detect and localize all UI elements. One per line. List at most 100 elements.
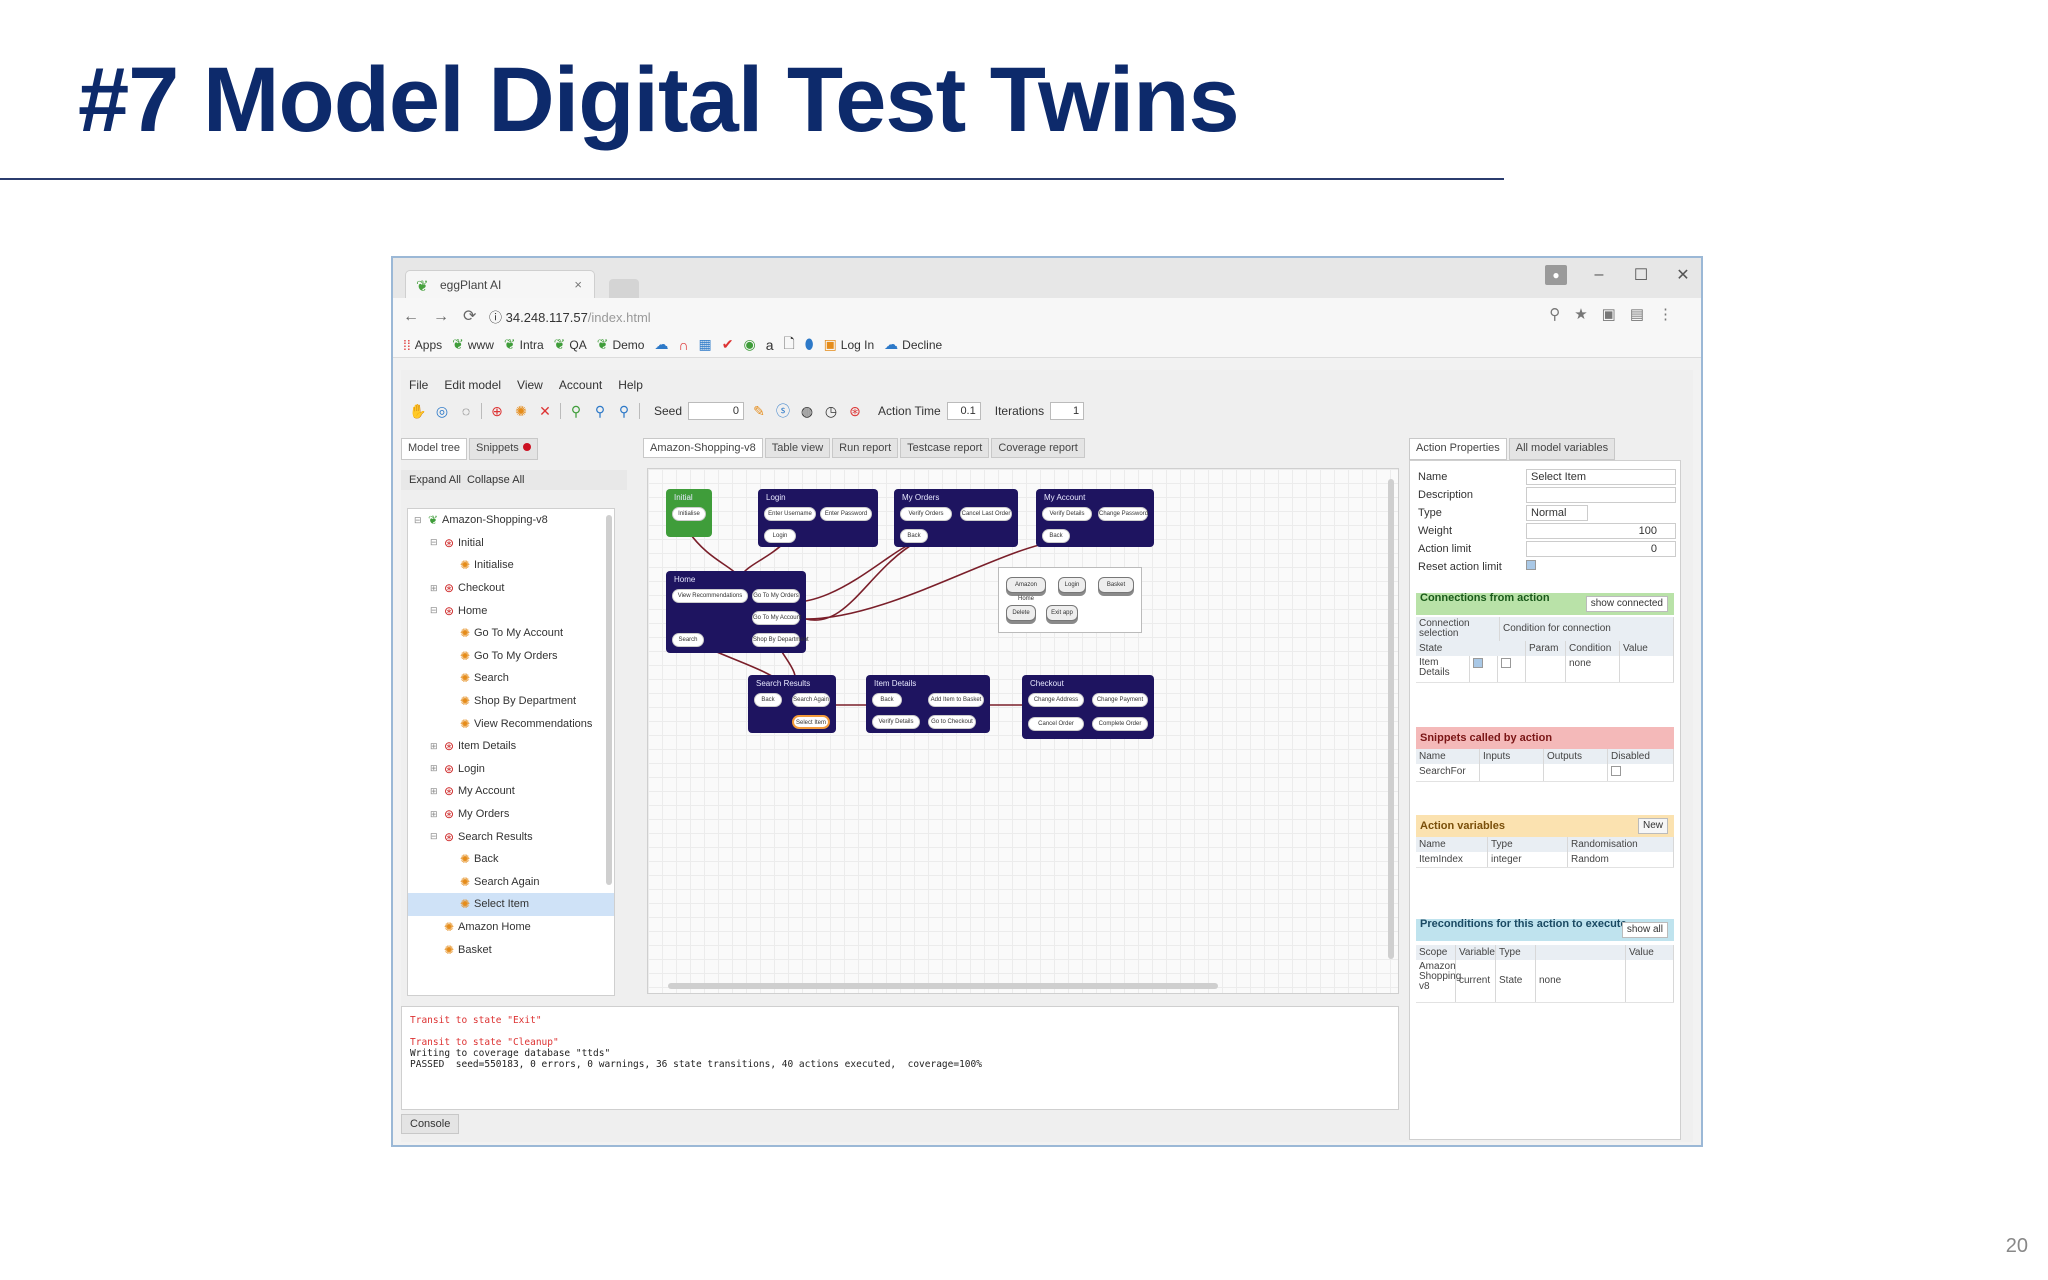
bookmark-demo[interactable]: ❦Demo (596, 336, 645, 352)
hand-icon[interactable]: ✋ (409, 402, 427, 419)
action-node[interactable]: Back (872, 693, 902, 707)
tree-item[interactable]: ⊞⊛My Account (408, 780, 614, 803)
preconditions-filter-select[interactable]: show all (1621, 922, 1668, 938)
zoom-in-icon[interactable]: ⚲ (594, 402, 606, 419)
action-time-input[interactable]: 0.1 (946, 402, 981, 420)
description-field[interactable] (1526, 487, 1676, 503)
tree-item[interactable]: ✺Search (408, 667, 614, 690)
action-node[interactable]: Complete Order (1092, 717, 1148, 731)
action-node[interactable]: Verify Details (1042, 507, 1092, 521)
record-icon[interactable]: ◍ (800, 402, 814, 419)
profile-icon[interactable]: ● (1545, 265, 1567, 285)
action-node[interactable]: Search (672, 633, 704, 647)
action-node[interactable]: Search Again (792, 693, 830, 707)
snippet-row[interactable]: SearchFor (1416, 764, 1674, 782)
action-node[interactable]: Change Payment (1092, 693, 1148, 707)
tree-item[interactable]: ✺Select Item (408, 893, 614, 916)
action-node[interactable]: Verify Details (872, 715, 920, 729)
menu-help[interactable]: Help (618, 378, 643, 392)
tree-item[interactable]: ⊟⊛Home (408, 599, 614, 622)
maximize-icon[interactable]: ☐ (1633, 267, 1649, 284)
menu-account[interactable]: Account (558, 378, 603, 392)
navigation-icons[interactable]: ←→⟳ (403, 308, 491, 325)
action-limit-field[interactable]: 0 (1526, 541, 1676, 557)
new-tab-button[interactable] (609, 279, 639, 298)
bookmark-apps[interactable]: ⁞⁞Apps (403, 336, 443, 353)
action-node[interactable]: Change Address (1028, 693, 1084, 707)
disabled-checkbox[interactable] (1611, 766, 1621, 776)
param-checkbox[interactable] (1501, 658, 1511, 668)
tab-model-tree[interactable]: Model tree (401, 438, 467, 460)
step-icon[interactable]: ⓢ (776, 403, 791, 419)
snippet-node[interactable]: Login (1058, 577, 1086, 593)
tab-coverage-report[interactable]: Coverage report (991, 438, 1085, 458)
snippet-node[interactable]: Delete (1006, 605, 1036, 621)
menu-view[interactable]: View (517, 378, 543, 392)
drop-icon[interactable]: ⬮ (804, 336, 814, 352)
expand-toggle-icon[interactable]: ⊞ (430, 808, 438, 819)
tree-item[interactable]: ⊞⊛My Orders (408, 803, 614, 826)
settings-icon[interactable]: ✎ (753, 402, 765, 419)
collapse-all-button[interactable]: Collapse All (466, 474, 525, 486)
tab-console[interactable]: Console (401, 1114, 460, 1134)
snippet-node[interactable]: Exit app (1046, 605, 1078, 621)
circle-app-icon[interactable]: ◉ (743, 336, 756, 352)
tab-run-report[interactable]: Run report (832, 438, 899, 458)
expand-toggle-icon[interactable]: ⊟ (414, 514, 422, 525)
headphones-icon[interactable]: ∩ (678, 336, 689, 353)
reset-icon[interactable]: ◌ (461, 403, 471, 419)
action-node[interactable]: Initialise (672, 507, 706, 521)
action-node[interactable]: Back (900, 529, 928, 543)
action-node[interactable]: Enter Username (764, 507, 816, 521)
zoom-out-icon[interactable]: ⚲ (618, 402, 630, 419)
bookmark-decline[interactable]: ☁Decline (884, 336, 943, 352)
action-node[interactable]: Shop By Department (752, 633, 809, 647)
tree-item[interactable]: ✺Go To My Orders (408, 645, 614, 668)
tree-item[interactable]: ⊟⊛Initial (408, 532, 614, 555)
connection-checkbox[interactable] (1473, 658, 1483, 668)
close-tab-icon[interactable]: × (574, 277, 582, 292)
delete-icon[interactable]: ✕ (539, 402, 551, 419)
action-node[interactable]: Select Item (792, 715, 830, 729)
action-node[interactable]: Add Item to Basket (928, 693, 984, 707)
tree-item[interactable]: ⊞⊛Item Details (408, 735, 614, 758)
action-node[interactable]: Enter Password (820, 507, 872, 521)
tab-snippets[interactable]: Snippets (468, 438, 538, 460)
pause-icon[interactable]: ⊛ (849, 402, 861, 419)
expand-toggle-icon[interactable]: ⊟ (430, 537, 438, 548)
tree-scrollbar[interactable] (606, 515, 612, 885)
action-node[interactable]: Go To My Orders (752, 589, 800, 603)
tab-testcase-report[interactable]: Testcase report (900, 438, 990, 458)
close-window-icon[interactable]: ✕ (1676, 267, 1690, 284)
menu-edit-model[interactable]: Edit model (444, 378, 502, 392)
expand-toggle-icon[interactable]: ⊞ (430, 740, 438, 751)
expand-toggle-icon[interactable]: ⊞ (430, 785, 438, 796)
action-node[interactable]: Verify Orders (900, 507, 952, 521)
tree-item[interactable]: ✺View Recommendations (408, 712, 614, 735)
action-node[interactable]: Cancel Last Order (960, 507, 1012, 521)
stop-icon[interactable]: ◎ (435, 402, 449, 419)
menu-file[interactable]: File (409, 378, 429, 392)
state-icon[interactable]: ⊕ (491, 402, 503, 419)
reset-action-limit-checkbox[interactable] (1526, 559, 1536, 575)
expand-all-button[interactable]: Expand All (409, 474, 461, 486)
tree-item[interactable]: ✺Basket (408, 938, 614, 961)
url-field[interactable]: ⓘ 34.248.117.57/index.html (489, 310, 651, 325)
bookmark-login[interactable]: ▣Log In (823, 336, 875, 352)
amazon-icon[interactable]: a (765, 336, 774, 353)
tab-all-model-variables[interactable]: All model variables (1508, 438, 1616, 460)
seed-input[interactable]: 0 (688, 402, 745, 420)
canvas-hscrollbar[interactable] (668, 983, 1218, 989)
snippet-node[interactable]: Amazon Home (1006, 577, 1046, 602)
